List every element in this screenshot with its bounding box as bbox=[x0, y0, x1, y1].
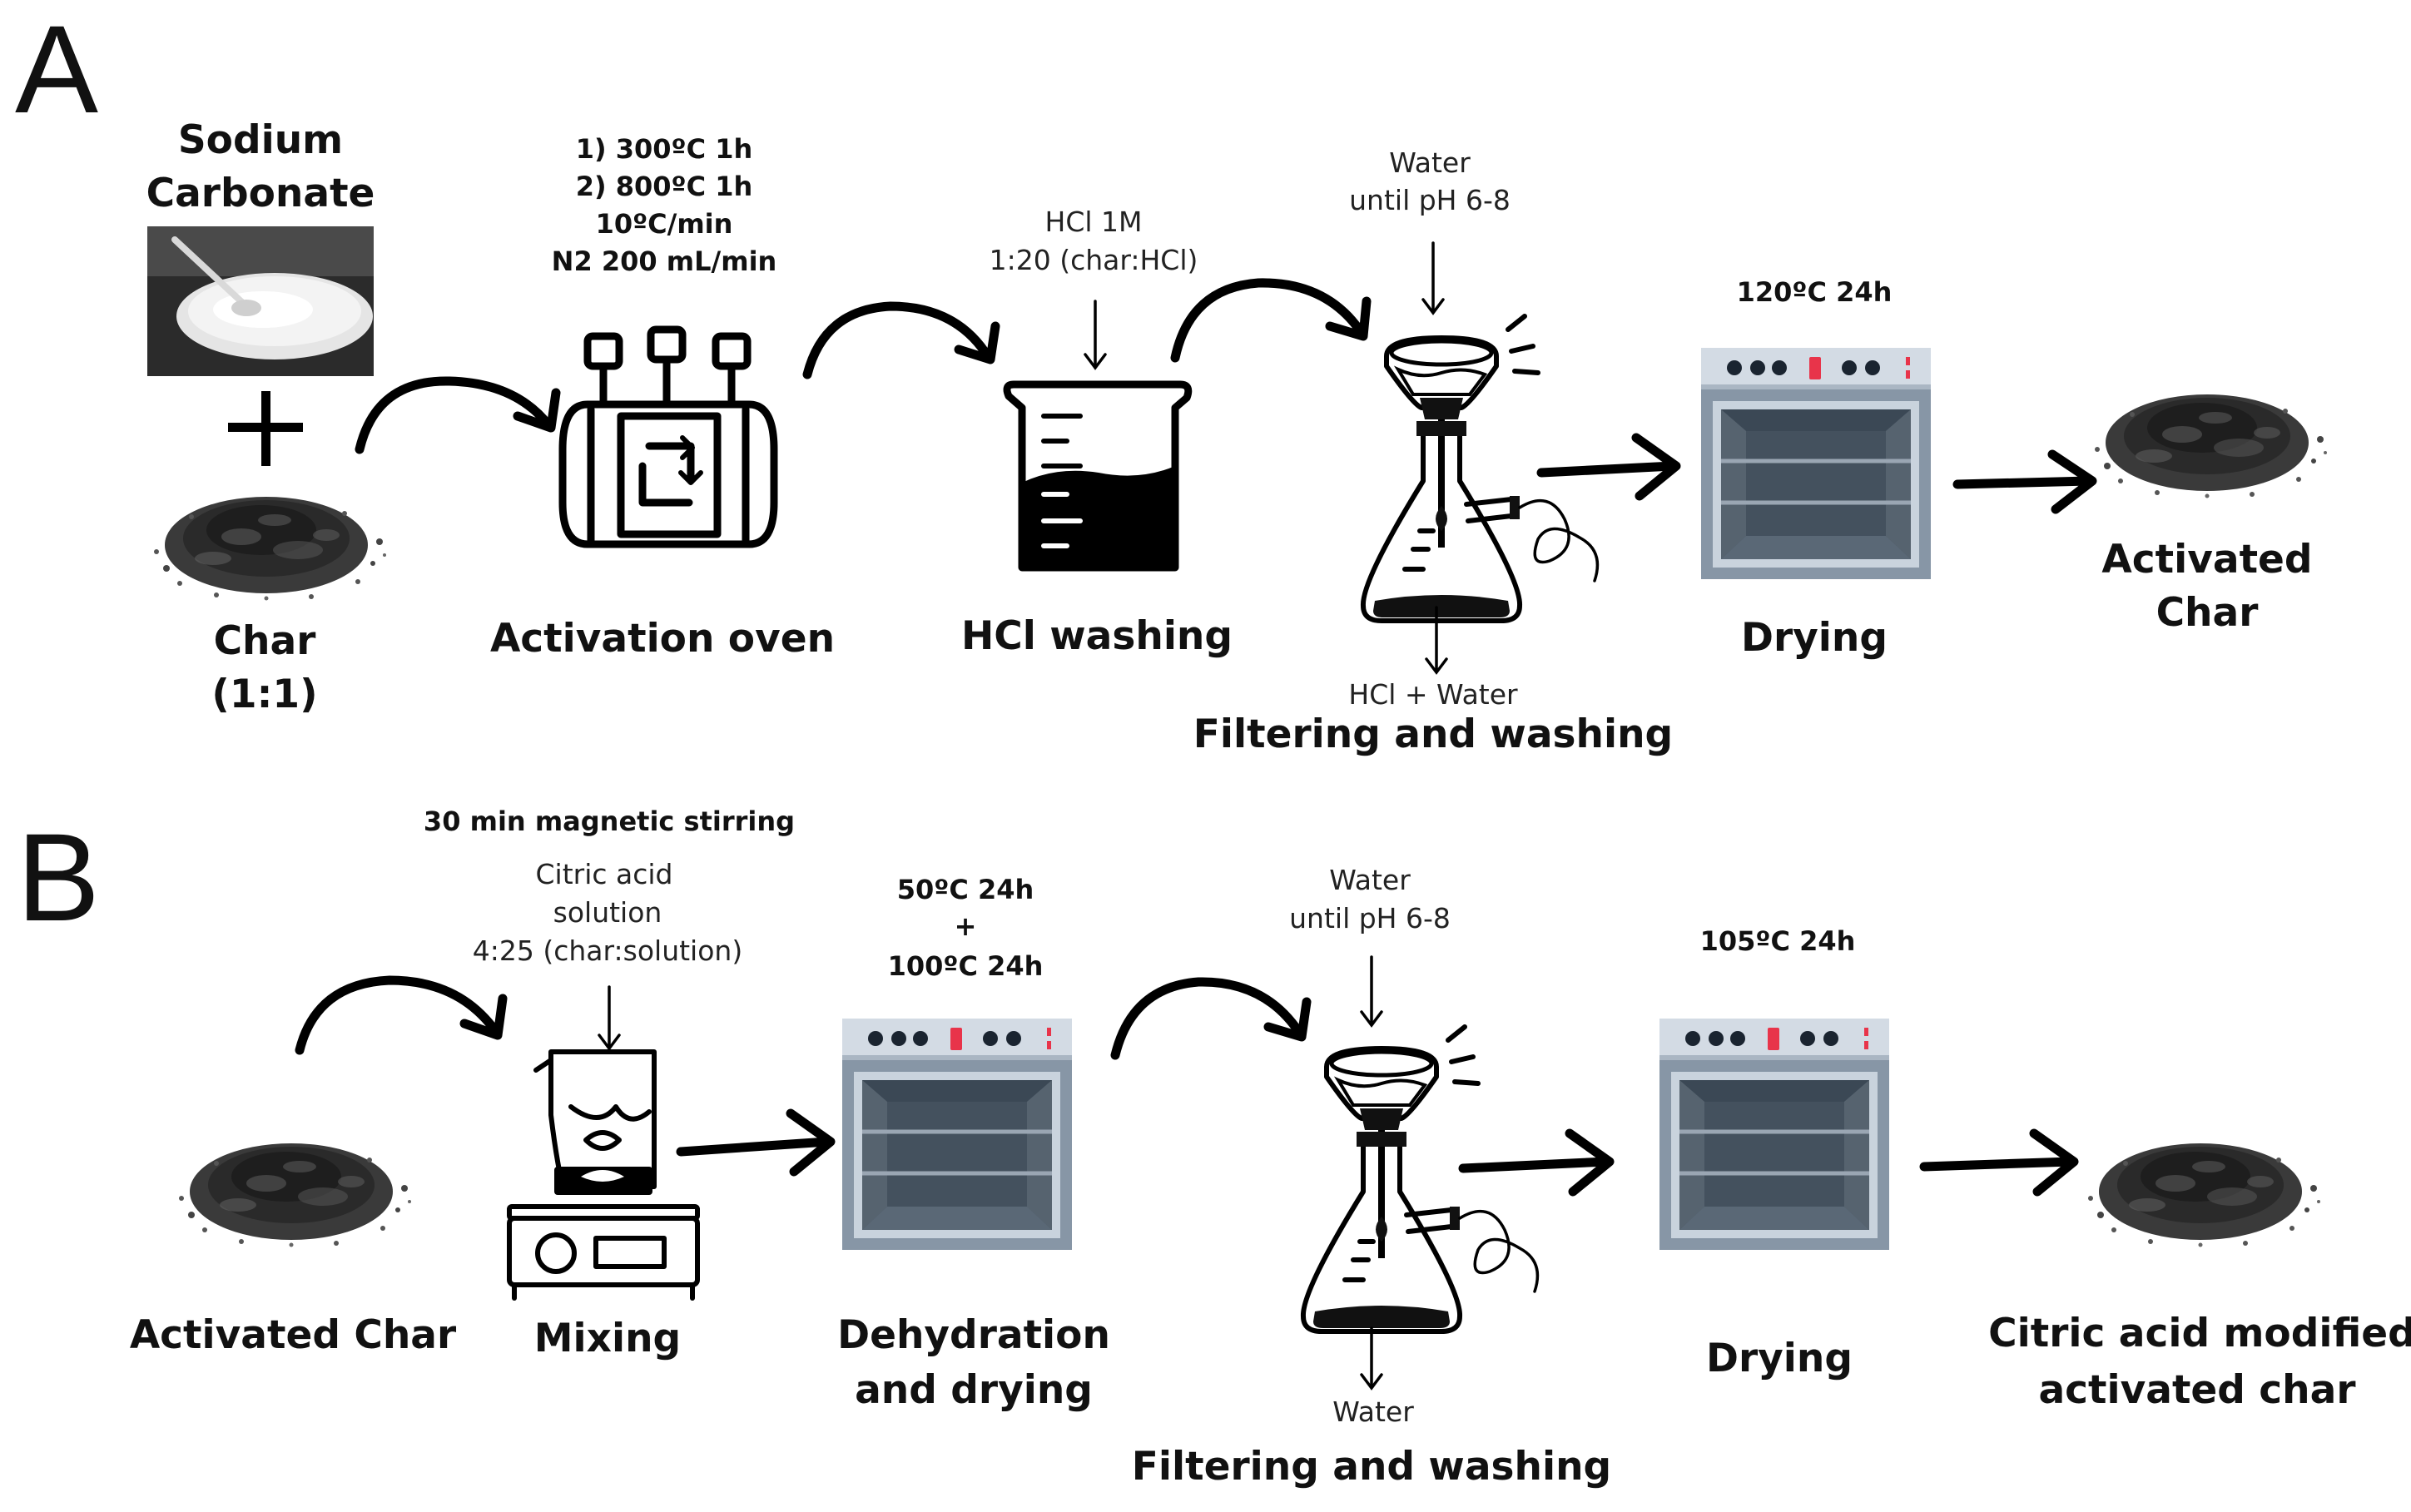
beaker-icon bbox=[1003, 380, 1193, 572]
filtering-flask-b-icon bbox=[1303, 1027, 1537, 1331]
down-arrow-icon bbox=[598, 985, 621, 1051]
drying-b-conditions: 105ºC 24h bbox=[1700, 925, 1856, 957]
down-arrow-icon bbox=[1421, 241, 1445, 315]
drying-a-label: Drying bbox=[1741, 615, 1888, 661]
panel-label-a: A bbox=[15, 0, 98, 139]
right-arrow-icon bbox=[1952, 449, 2097, 514]
char-pile-image bbox=[154, 497, 386, 601]
down-arrow-icon bbox=[1360, 955, 1383, 1028]
drying-b-label: Drying bbox=[1706, 1336, 1853, 1381]
dehydration-plus: + bbox=[955, 910, 977, 942]
curved-arrow-icon bbox=[1170, 278, 1372, 363]
right-arrow-icon bbox=[676, 1108, 836, 1177]
panel-label-b: B bbox=[17, 807, 100, 947]
magnetic-stirrer-icon bbox=[507, 1049, 700, 1301]
activated-char-start-pile-image bbox=[179, 1143, 411, 1247]
down-arrow-icon bbox=[1425, 606, 1448, 675]
oven-condition-4: N2 200 mL/min bbox=[552, 245, 777, 277]
sodium-carbonate-label-line1: Sodium bbox=[178, 117, 343, 163]
hcl-note-1: HCl 1M bbox=[1045, 206, 1143, 238]
curved-arrow-icon bbox=[1110, 977, 1312, 1060]
filter-b-output: Water bbox=[1332, 1396, 1414, 1428]
right-arrow-icon bbox=[1536, 433, 1681, 501]
char-label-line1: Char bbox=[214, 618, 317, 664]
dehydration-condition-2: 100ºC 24h bbox=[888, 950, 1044, 982]
hcl-washing-label: HCl washing bbox=[961, 613, 1233, 659]
sodium-carbonate-label-line2: Carbonate bbox=[146, 171, 375, 216]
activated-char-start-label: Activated Char bbox=[130, 1312, 457, 1358]
sodium-carbonate-photo bbox=[147, 226, 374, 376]
down-arrow-icon bbox=[1084, 300, 1107, 370]
activated-char-label-line1: Activated bbox=[2101, 537, 2312, 582]
dehydration-oven-icon bbox=[842, 1019, 1072, 1250]
dehydration-condition-1: 50ºC 24h bbox=[897, 874, 1034, 905]
right-arrow-icon bbox=[1458, 1128, 1615, 1197]
oven-condition-2: 2) 800ºC 1h bbox=[576, 171, 753, 202]
oven-condition-1: 1) 300ºC 1h bbox=[576, 133, 753, 165]
drying-oven-b-icon bbox=[1659, 1019, 1889, 1250]
curved-arrow-icon bbox=[802, 301, 1000, 379]
filter-b-input-2: until pH 6-8 bbox=[1289, 902, 1451, 934]
filter-b-input-1: Water bbox=[1329, 864, 1411, 896]
down-arrow-icon bbox=[1360, 1326, 1383, 1391]
activation-oven-icon bbox=[558, 325, 778, 548]
dehydration-label-line1: Dehydration bbox=[837, 1312, 1110, 1358]
dehydration-label-line2: and drying bbox=[855, 1367, 1093, 1413]
plus-icon bbox=[228, 391, 303, 466]
filter-a-label: Filtering and washing bbox=[1193, 711, 1673, 757]
modified-char-label-line2: activated char bbox=[2038, 1367, 2356, 1413]
filter-a-output: HCl + Water bbox=[1348, 678, 1518, 711]
mixing-note-1: Citric acid bbox=[536, 858, 673, 890]
mixing-note-2: solution bbox=[553, 896, 662, 929]
hcl-note-2: 1:20 (char:HCl) bbox=[990, 244, 1198, 276]
modified-char-label-line1: Citric acid modified bbox=[1988, 1311, 2411, 1356]
mixing-condition: 30 min magnetic stirring bbox=[424, 806, 795, 837]
activated-char-pile-image bbox=[2095, 394, 2327, 498]
activation-oven-label: Activation oven bbox=[490, 616, 835, 662]
mixing-label: Mixing bbox=[534, 1316, 681, 1361]
char-label-line2: (1:1) bbox=[211, 672, 317, 717]
filter-a-input-1: Water bbox=[1389, 146, 1471, 179]
oven-condition-3: 10ºC/min bbox=[596, 208, 733, 240]
filter-b-label: Filtering and washing bbox=[1132, 1444, 1611, 1490]
curved-arrow-icon bbox=[295, 975, 508, 1055]
filter-a-input-2: until pH 6-8 bbox=[1349, 184, 1511, 216]
drying-oven-a-icon bbox=[1701, 348, 1931, 579]
modified-char-pile-image bbox=[2088, 1143, 2320, 1247]
activated-char-label-line2: Char bbox=[2156, 590, 2260, 636]
mixing-note-3: 4:25 (char:solution) bbox=[473, 934, 742, 967]
curved-arrow-icon bbox=[355, 376, 561, 454]
drying-a-conditions: 120ºC 24h bbox=[1737, 276, 1893, 308]
right-arrow-icon bbox=[1919, 1128, 2079, 1197]
